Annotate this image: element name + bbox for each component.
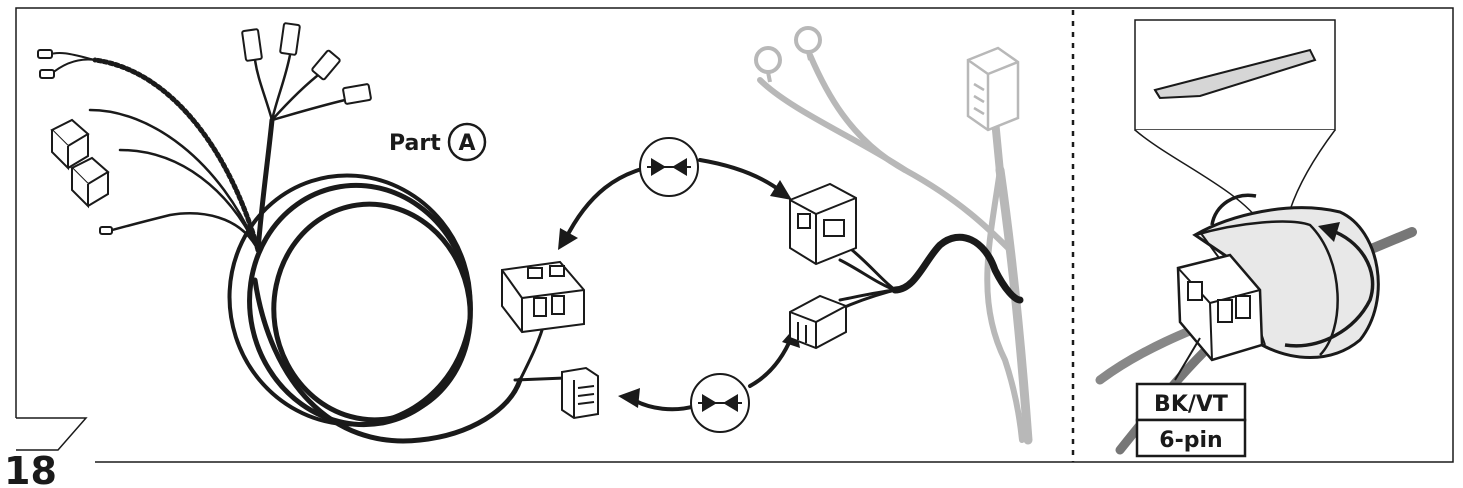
connector-spec-label: BK/VT 6-pin <box>1135 382 1247 458</box>
tape-wrap-detail <box>1095 19 1417 455</box>
harness-part-a <box>47 51 567 444</box>
color-code: BK/VT <box>1154 392 1228 417</box>
panel-frame <box>15 7 1454 463</box>
part-a-connector-large <box>501 260 585 334</box>
connect-icon <box>639 137 699 197</box>
existing-vehicle-harness <box>757 52 1033 445</box>
part-label-text: Part <box>389 131 441 156</box>
part-a-connector-small <box>561 366 599 420</box>
left-terminals <box>37 49 113 235</box>
part-letter: A <box>458 131 475 156</box>
t-harness-vehicle-side <box>836 233 1024 312</box>
step-number: 18 <box>4 449 57 488</box>
part-a-label: Part A <box>389 122 487 162</box>
connect-icon <box>690 373 750 433</box>
connection-arrows <box>563 158 794 412</box>
pin-count: 6-pin <box>1159 428 1222 453</box>
step-corner <box>16 417 88 451</box>
ring-terminal-icon <box>754 26 822 83</box>
t-harness-connector-lower <box>789 294 847 350</box>
existing-harness-connector <box>966 46 1020 132</box>
part-letter-circle <box>447 122 487 162</box>
top-plug-connectors <box>241 22 372 105</box>
t-harness-connector-upper <box>789 182 857 266</box>
